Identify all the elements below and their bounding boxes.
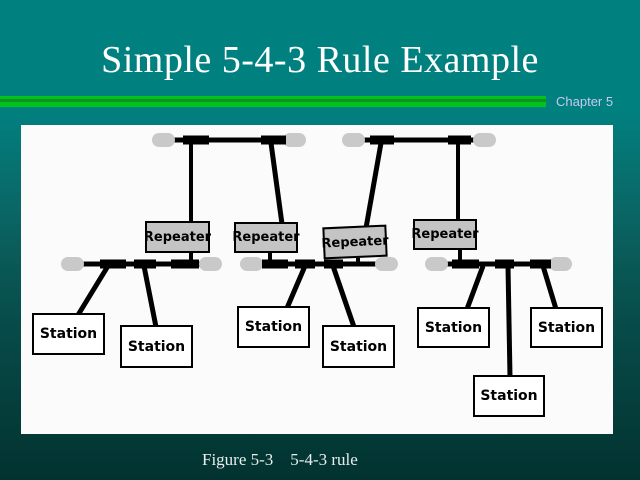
drop-line-repeater-3 xyxy=(363,142,384,229)
drop-line-station-6 xyxy=(540,265,559,310)
station-box-1: Station xyxy=(32,313,105,355)
station-label: Station xyxy=(480,388,538,404)
repeater-label: Repeater xyxy=(411,227,479,242)
station-label: Station xyxy=(537,319,596,336)
bus-tap xyxy=(370,135,394,145)
chapter-label: Chapter 5 xyxy=(556,94,614,109)
bus-tap xyxy=(295,259,315,269)
bus-tap xyxy=(171,259,199,269)
bus-tap xyxy=(183,135,209,145)
repeater-box-2: Repeater xyxy=(232,222,300,253)
station-box-6: Station xyxy=(530,307,603,348)
terminator-cap-icon xyxy=(240,257,263,271)
slide-title: Simple 5-4-3 Rule Example xyxy=(101,39,539,81)
drop-line-station-4 xyxy=(330,265,357,328)
bus-tap xyxy=(495,259,514,269)
bus-segment-top-left xyxy=(152,133,306,147)
drop-line-station-5 xyxy=(464,265,486,310)
station-box-7: Station xyxy=(473,375,545,417)
station-label: Station xyxy=(244,319,303,335)
station-label: Station xyxy=(329,338,388,355)
terminator-cap-icon xyxy=(342,133,365,147)
station-label: Station xyxy=(127,338,186,355)
green-divider-rule xyxy=(0,96,546,107)
figure-caption: Figure 5-3 5-4-3 rule xyxy=(202,450,358,469)
terminator-cap-icon xyxy=(61,257,84,271)
repeater-label: Repeater xyxy=(232,230,300,245)
bus-segment-bottom-middle xyxy=(240,257,398,271)
bus-segment-bottom-right xyxy=(425,257,572,271)
diagram-panel: Repeater Repeater Repeater Repeater Stat… xyxy=(21,125,613,434)
repeater-box-1: Repeater xyxy=(143,221,212,253)
drop-line-station-7 xyxy=(505,265,513,378)
bus-tap xyxy=(134,259,156,269)
drop-line-station-3 xyxy=(284,265,308,309)
bus-tap xyxy=(324,259,343,269)
station-box-5: Station xyxy=(417,307,490,348)
repeater-box-4: Repeater xyxy=(411,219,479,250)
repeater-label: Repeater xyxy=(143,229,212,245)
bus-tap xyxy=(448,135,471,145)
bus-segment-bottom-left xyxy=(61,257,222,271)
drop-line-repeater-2 xyxy=(268,142,285,225)
network-diagram xyxy=(61,133,572,378)
station-label: Station xyxy=(424,319,483,336)
station-label: Station xyxy=(39,326,98,342)
station-box-2: Station xyxy=(120,325,193,368)
station-box-4: Station xyxy=(322,325,395,368)
bus-tap xyxy=(452,259,479,269)
terminator-cap-icon xyxy=(425,257,448,271)
terminator-cap-icon xyxy=(152,133,175,147)
terminator-cap-icon xyxy=(375,257,398,271)
terminator-cap-icon xyxy=(199,257,222,271)
bus-tap xyxy=(262,259,288,269)
terminator-cap-icon xyxy=(283,133,306,147)
bus-tap xyxy=(261,135,286,145)
bus-tap xyxy=(530,259,551,269)
drop-line-station-2 xyxy=(141,265,159,328)
repeater-label: Repeater xyxy=(321,233,389,251)
terminator-cap-icon xyxy=(473,133,496,147)
drop-line-station-1 xyxy=(75,264,111,317)
station-box-3: Station xyxy=(237,306,310,348)
bus-segment-top-right xyxy=(342,133,496,147)
bus-tap xyxy=(100,259,126,269)
repeater-box-3: Repeater xyxy=(321,224,389,260)
terminator-cap-icon xyxy=(549,257,572,271)
